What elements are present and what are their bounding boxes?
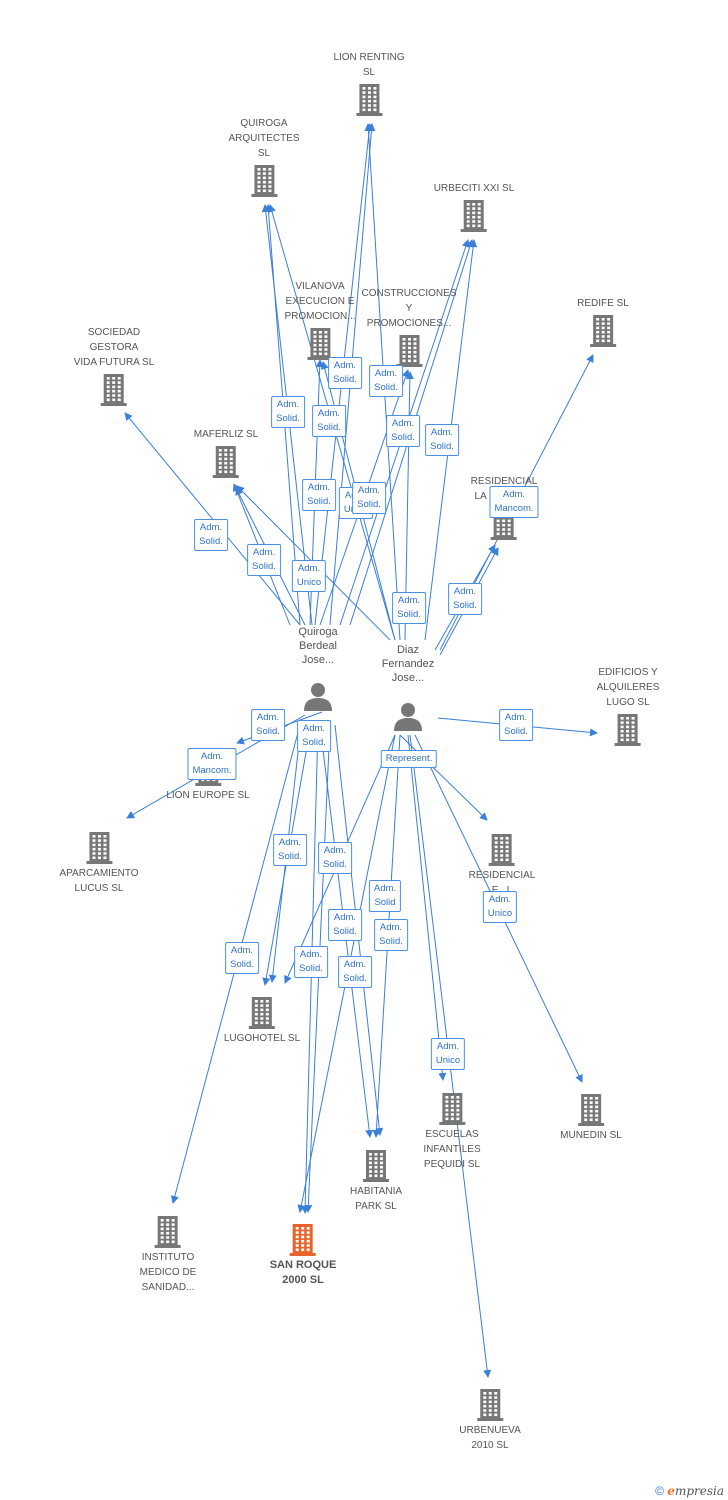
company-name[interactable]: LUGOHOTEL SL [223,1033,301,1044]
building-icon [307,328,333,360]
company-name[interactable]: MUNEDIN SL [560,1130,622,1141]
company-node-munedin[interactable]: MUNEDIN SL [560,1090,622,1143]
company-name[interactable]: REDIFE SL [577,298,629,309]
relation-label[interactable]: Adm.Unico [482,891,518,923]
relation-label[interactable]: Adm.Solid. [369,365,403,397]
building-icon [362,1150,389,1182]
building-icon [356,84,382,116]
company-node-lugohotel[interactable]: LUGOHOTEL SL [224,993,300,1046]
relation-label[interactable]: Adm.Solid. [302,479,336,511]
relation-label[interactable]: Adm.Solid. [312,405,346,437]
company-node-redife[interactable]: REDIFE SL [577,296,629,349]
relation-label[interactable]: Adm.Solid. [251,709,285,741]
relation-label[interactable]: Adm.Solid. [247,544,281,576]
relation-label[interactable]: Adm.Solid. [386,415,420,447]
relation-label[interactable]: Adm.Solid. [328,909,362,941]
building-icon [460,200,487,232]
relation-label[interactable]: Represent. [380,750,438,768]
person-icon [304,683,332,711]
relation-label[interactable]: Adm.Solid. [318,842,352,874]
building-icon [477,1389,503,1421]
building-icon [154,1216,181,1248]
relation-label[interactable]: Adm.Unico [291,560,327,592]
relation-label[interactable]: Adm.Solid [368,880,402,912]
person-node-diaz-fernandez[interactable] [393,700,423,734]
copyright-symbol: © [655,1484,664,1498]
relation-label[interactable]: Adm.Solid. [328,357,362,389]
relation-label[interactable]: Adm.Mancom. [489,486,539,518]
relation-label[interactable]: Adm.Solid. [425,424,459,456]
building-icon [489,834,515,866]
relation-label[interactable]: Adm.Solid. [225,942,259,974]
relation-label[interactable]: Adm.Solid. [499,709,533,741]
relation-label[interactable]: Adm.Solid. [392,592,426,624]
relation-label[interactable]: Adm.Solid. [194,519,228,551]
relation-edge [399,734,488,821]
company-name[interactable]: URBECITI XXI SL [433,183,515,194]
building-icon [100,374,127,406]
company-name[interactable]: MAFERLIZ SL [193,429,259,440]
building-icon [86,832,112,864]
person-icon [394,703,422,731]
relation-label[interactable]: Adm.Solid. [352,482,386,514]
empresia-brand[interactable]: © empresia [655,1484,724,1498]
relation-label[interactable]: Adm.Solid. [297,720,331,752]
relation-label[interactable]: Adm.Solid. [294,946,328,978]
building-icon [578,1094,604,1126]
building-icon [213,446,239,478]
relation-label[interactable]: Adm.Solid. [338,956,372,988]
relation-label[interactable]: Adm.Mancom. [187,748,237,780]
company-name[interactable]: RESIDENCIALE...L [468,870,536,896]
building-icon [615,714,641,746]
company-name[interactable]: LION EUROPE SL [166,790,250,801]
brand-name: empresia [667,1484,724,1498]
building-icon [251,165,277,197]
company-node-residencial-2[interactable]: RESIDENCIALE...L [468,830,536,898]
building-icon [395,335,422,367]
relation-label[interactable]: Adm.Solid. [448,583,482,615]
relation-edge [407,734,447,1081]
building-icon [290,1224,316,1256]
building-icon [248,997,275,1029]
company-node-urbeciti[interactable]: URBECITI XXI SL [433,181,515,234]
relation-label[interactable]: Adm.Unico [430,1038,466,1070]
relation-label[interactable]: Adm.Solid. [374,919,408,951]
relation-label[interactable]: Adm.Solid. [273,834,307,866]
building-icon [439,1093,465,1125]
building-icon [590,315,616,347]
company-node-maferliz[interactable]: MAFERLIZ SL [194,427,258,480]
person-node-quiroga-berdeal[interactable] [303,680,333,714]
relation-label[interactable]: Adm.Solid. [271,396,305,428]
